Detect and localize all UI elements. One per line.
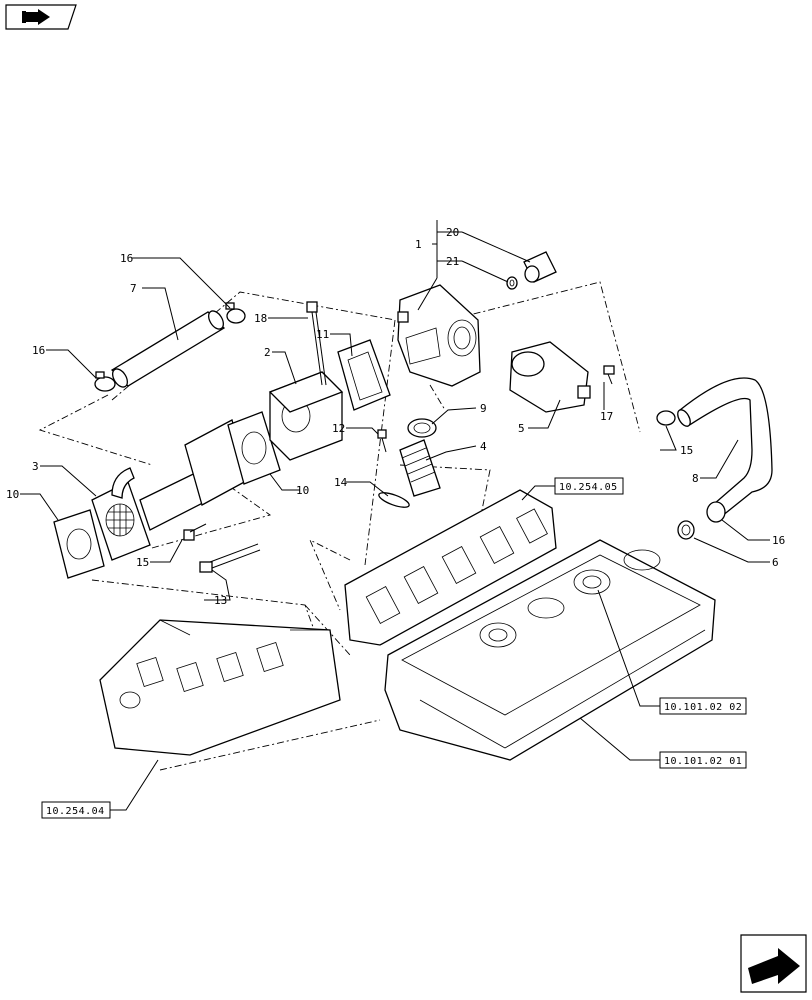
bolt-12 (377, 429, 387, 453)
ref-box-10-101-02-02[interactable]: 10.101.02 02 (659, 697, 747, 715)
callout-7[interactable]: 7 (130, 282, 137, 295)
ref-label: 10.101.02 01 (664, 756, 742, 767)
callout-numbers: 1 20 21 16 7 18 11 2 16 9 12 4 5 17 15 8… (6, 226, 785, 607)
bolt-13 (199, 543, 261, 573)
callout-12[interactable]: 12 (332, 422, 345, 435)
callout-10-right[interactable]: 10 (296, 484, 309, 497)
gasket-11 (337, 339, 391, 411)
hose-4 (399, 439, 441, 497)
callout-16-top[interactable]: 16 (120, 252, 133, 265)
leader-lines (20, 220, 770, 811)
callout-13[interactable]: 13 (214, 594, 227, 607)
callout-15-right[interactable]: 15 (680, 444, 693, 457)
callout-15-left[interactable]: 15 (136, 556, 149, 569)
plug-20 (523, 251, 557, 283)
callout-11[interactable]: 11 (316, 328, 329, 341)
washer-21 (506, 276, 518, 290)
seal-14 (378, 492, 410, 508)
exhaust-manifold (344, 489, 557, 646)
ref-box-10-101-02-01[interactable]: 10.101.02 01 (659, 751, 747, 769)
callout-1[interactable]: 1 (415, 238, 422, 251)
egr-cooler-3 (91, 419, 249, 561)
callout-20[interactable]: 20 (446, 226, 459, 239)
callout-10-left[interactable]: 10 (6, 488, 19, 501)
bolt-15-left (183, 523, 207, 541)
back-arrow-icon[interactable] (5, 4, 77, 30)
adapter-2 (268, 371, 344, 461)
callout-5[interactable]: 5 (518, 422, 525, 435)
intake-manifold (99, 619, 341, 756)
gasket-10-right (227, 411, 281, 485)
clamp-16-right (706, 501, 726, 523)
gasket-10-left (53, 509, 105, 579)
callout-17[interactable]: 17 (600, 410, 613, 423)
callout-21[interactable]: 21 (446, 255, 459, 268)
pipe-8 (677, 377, 773, 517)
actuator-5 (509, 341, 591, 413)
forward-arrow-icon[interactable] (740, 934, 807, 993)
callout-3[interactable]: 3 (32, 460, 39, 473)
clamp-16-top (225, 302, 246, 324)
callout-9[interactable]: 9 (480, 402, 487, 415)
callout-6[interactable]: 6 (772, 556, 779, 569)
egr-valve-1 (397, 284, 481, 387)
bolt-18 (306, 301, 327, 386)
cylinder-head (384, 539, 716, 761)
clamp-15-right (656, 410, 676, 426)
ref-label: 10.254.05 (559, 482, 618, 493)
pipe-7 (110, 310, 226, 388)
ref-label: 10.101.02 02 (664, 702, 742, 713)
clamp-16-left (94, 371, 116, 392)
ref-label: 10.254.04 (46, 806, 105, 817)
callout-14[interactable]: 14 (334, 476, 348, 489)
callout-16-right[interactable]: 16 (772, 534, 785, 547)
callout-4[interactable]: 4 (480, 440, 487, 453)
bolt-17 (603, 365, 615, 385)
ref-box-10-254-04[interactable]: 10.254.04 (41, 801, 111, 819)
callout-18[interactable]: 18 (254, 312, 267, 325)
clamp-9 (407, 418, 437, 438)
ref-box-10-254-05[interactable]: 10.254.05 (554, 477, 624, 495)
callout-16-left[interactable]: 16 (32, 344, 45, 357)
callout-8[interactable]: 8 (692, 472, 699, 485)
callout-2[interactable]: 2 (264, 346, 271, 359)
fitting-6 (677, 520, 695, 540)
